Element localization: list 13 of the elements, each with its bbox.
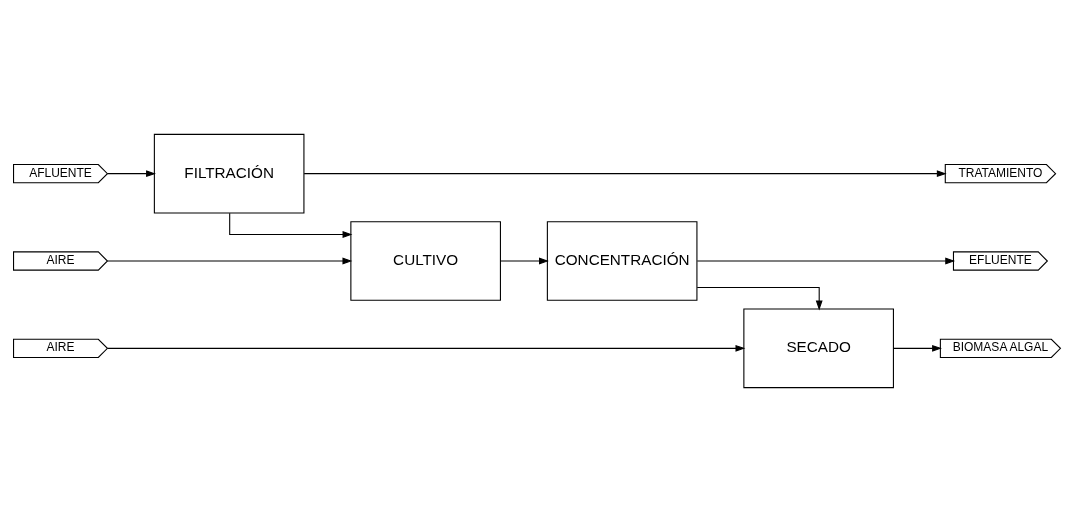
arrow (696, 286, 823, 311)
node-box: CULTIVO (350, 221, 501, 301)
arrow (106, 170, 156, 178)
node-box: FILTRACIÓN (153, 133, 305, 214)
arrow (106, 257, 353, 265)
arrow (107, 344, 746, 352)
arrow (893, 344, 942, 352)
arrow (499, 257, 549, 265)
arrow (229, 212, 353, 238)
arrow (303, 170, 947, 178)
arrow (696, 257, 956, 265)
node-box: SECADO (743, 308, 894, 389)
node-box: CONCENTRACIÓN (546, 221, 698, 301)
